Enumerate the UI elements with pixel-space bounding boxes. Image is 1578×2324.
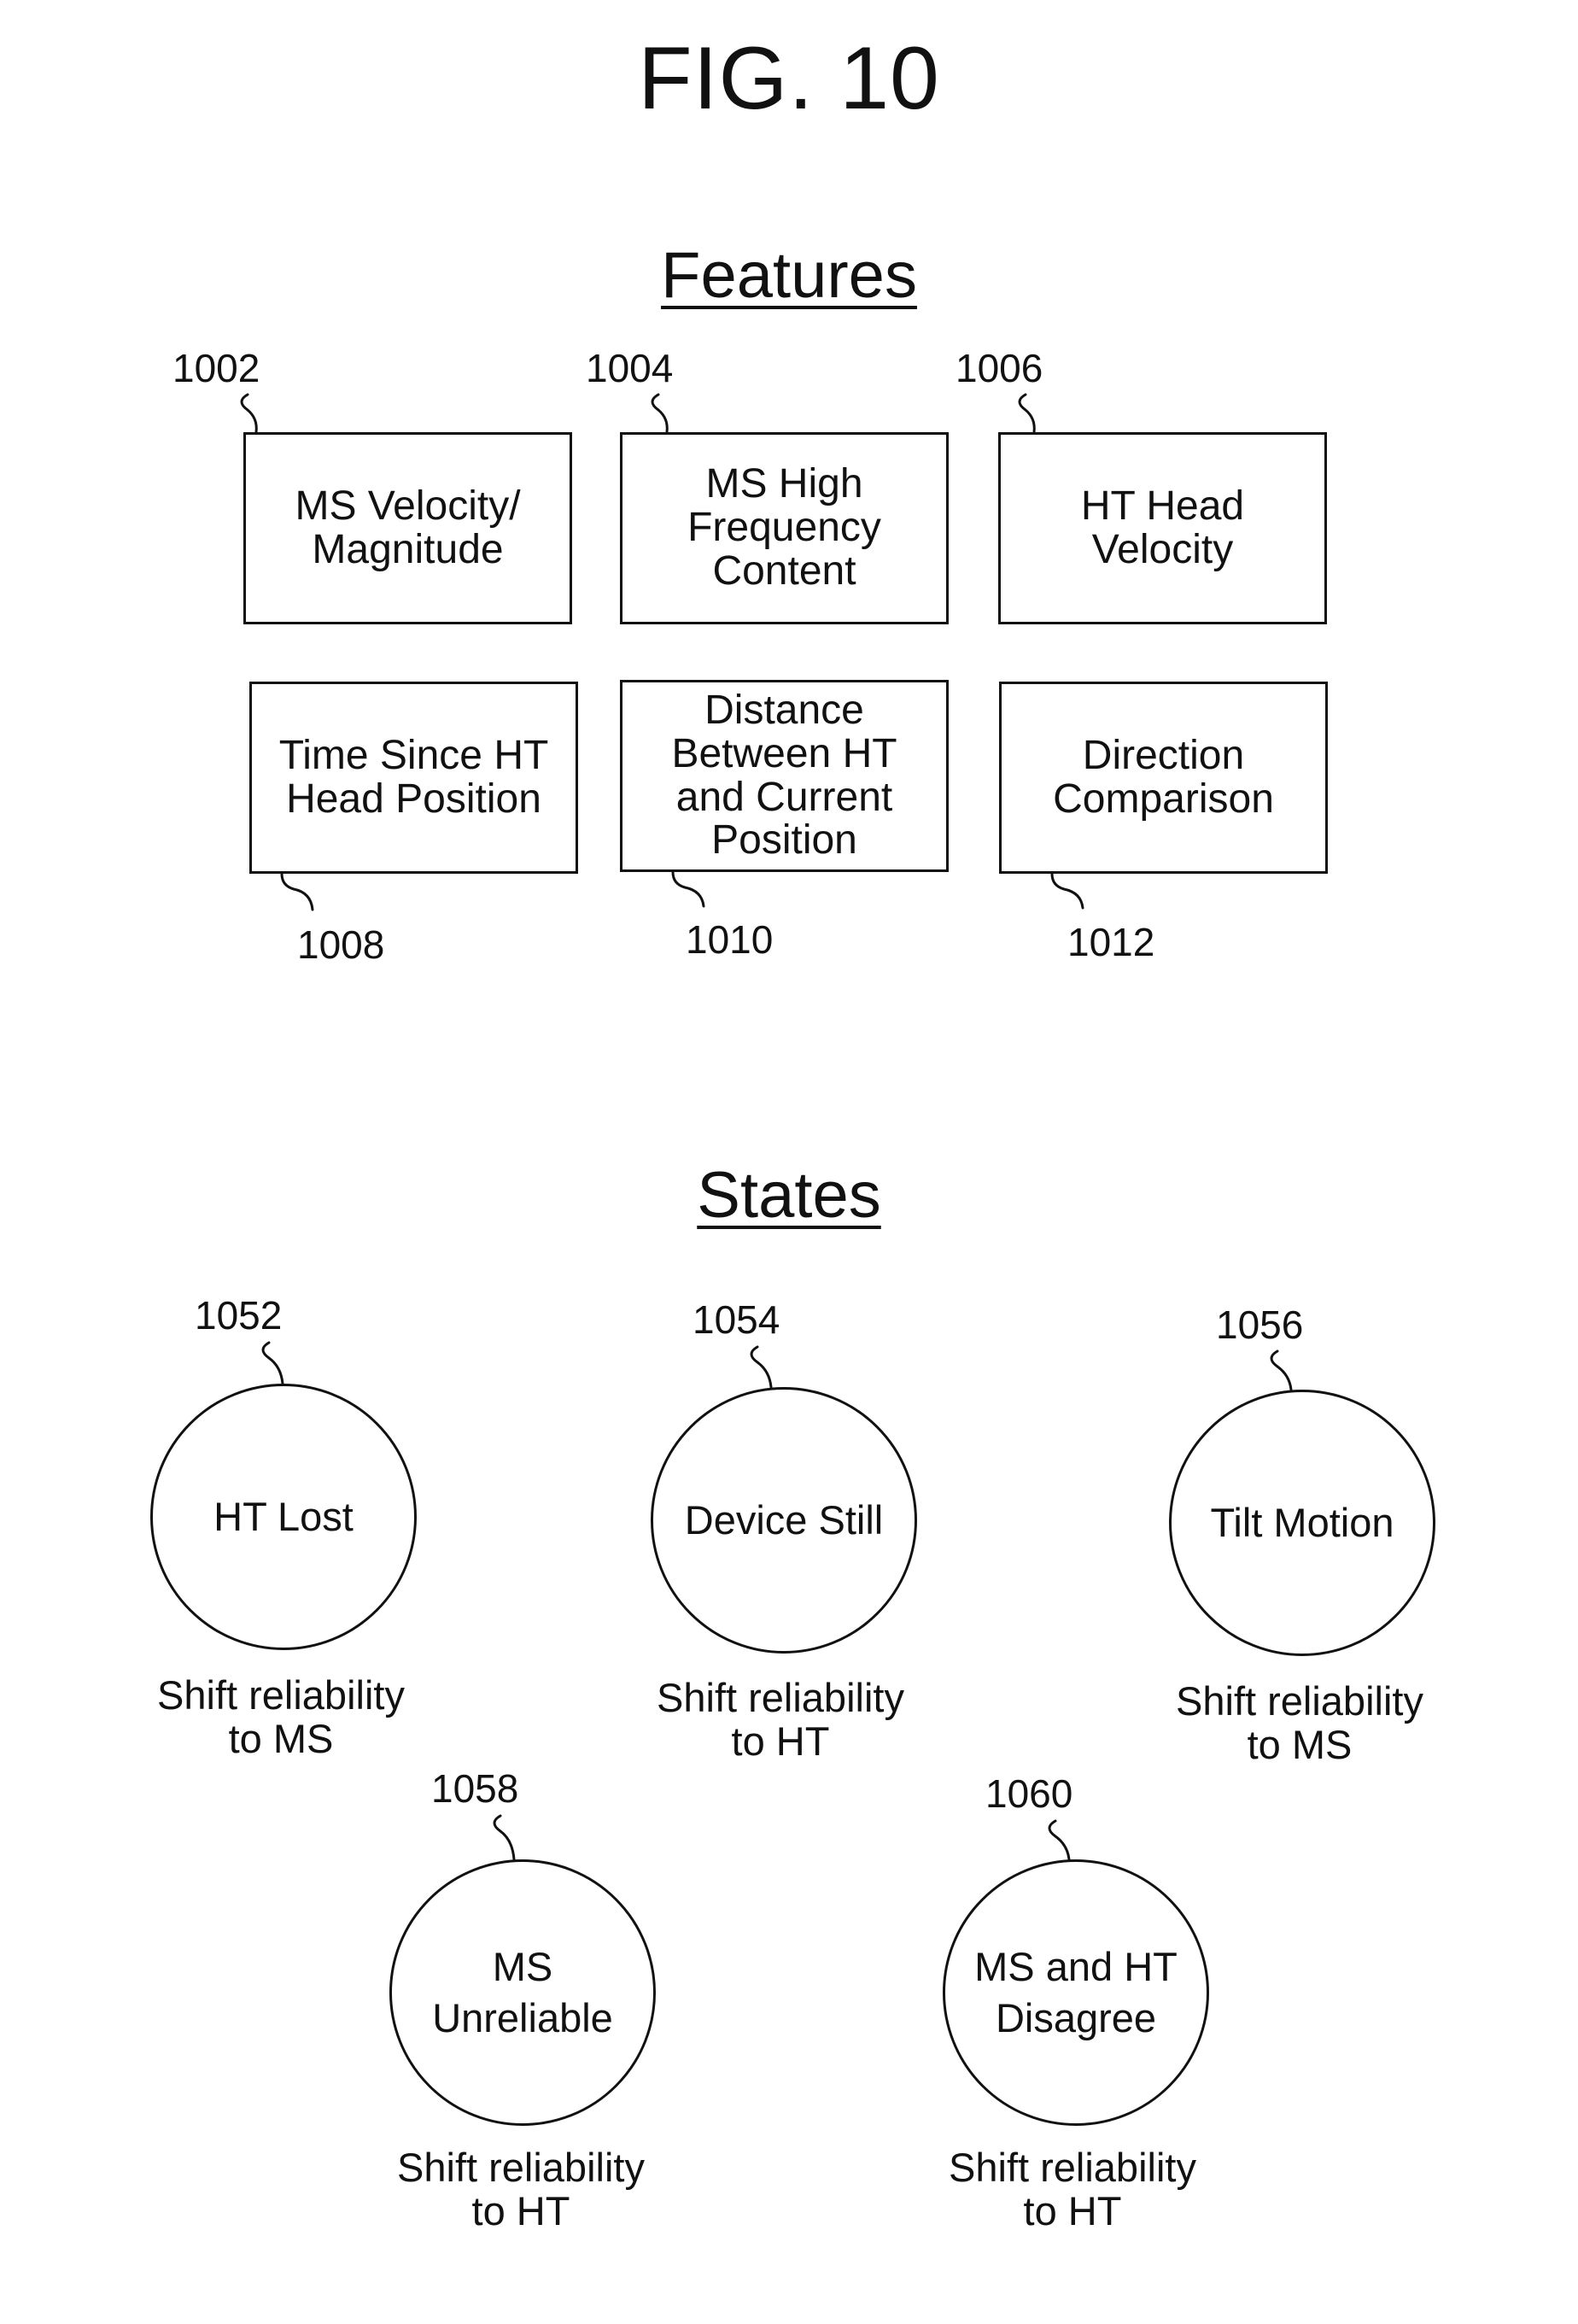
feature-box-ht-head-velocity: HT Head Velocity [998,432,1327,624]
feature-ref-1008: 1008 [297,925,384,964]
leader-1002 [242,395,256,432]
state-circle-device-still: Device Still [651,1387,917,1654]
state-label: MS Unreliable [432,1941,613,2044]
feature-label: Direction Comparison [1053,735,1274,822]
leader-1056 [1271,1351,1291,1390]
feature-box-ms-velocity-magnitude: MS Velocity/ Magnitude [243,432,572,624]
state-label: MS and HT Disagree [974,1941,1178,2044]
leader-1004 [652,395,667,432]
feature-ref-1010: 1010 [686,920,773,959]
state-action-ht-lost: Shift reliability to MS [110,1674,452,1761]
feature-box-distance-between-ht-and-current-position: Distance Between HT and Current Position [620,680,949,872]
leader-1006 [1020,395,1034,432]
feature-ref-1002: 1002 [172,348,260,388]
feature-ref-1006: 1006 [956,348,1043,388]
feature-box-direction-comparison: Direction Comparison [999,682,1328,874]
state-action-ms-unreliable: Shift reliability to HT [350,2146,692,2233]
state-ref-1056: 1056 [1216,1305,1303,1344]
state-ref-1058: 1058 [431,1769,518,1808]
state-action-ms-and-ht-disagree: Shift reliability to HT [902,2146,1243,2233]
leader-1060 [1049,1821,1069,1859]
state-ref-1054: 1054 [693,1300,780,1339]
state-label: Tilt Motion [1210,1497,1394,1548]
feature-box-time-since-ht-head-position: Time Since HT Head Position [249,682,578,874]
leader-1054 [751,1347,771,1387]
leader-1008 [282,874,313,910]
state-circle-tilt-motion: Tilt Motion [1169,1390,1435,1656]
state-label: Device Still [685,1495,883,1546]
state-circle-ms-and-ht-disagree: MS and HT Disagree [943,1859,1209,2126]
state-action-device-still: Shift reliability to HT [610,1677,951,1764]
state-circle-ms-unreliable: MS Unreliable [389,1859,656,2126]
state-ref-1060: 1060 [985,1774,1072,1813]
feature-ref-1004: 1004 [586,348,673,388]
feature-label: MS High Frequency Content [687,463,881,594]
features-heading: Features [0,243,1578,308]
state-ref-1052: 1052 [195,1296,282,1335]
state-action-tilt-motion: Shift reliability to MS [1129,1680,1470,1767]
feature-label: MS Velocity/ Magnitude [295,485,520,572]
leader-1012 [1052,874,1083,908]
state-label: HT Lost [213,1491,354,1543]
states-heading: States [0,1163,1578,1228]
feature-label: Distance Between HT and Current Position [671,689,897,863]
feature-label: HT Head Velocity [1081,485,1244,572]
leader-1010 [673,872,704,906]
feature-box-ms-high-frequency-content: MS High Frequency Content [620,432,949,624]
feature-ref-1012: 1012 [1067,922,1154,962]
figure-title: FIG. 10 [0,34,1578,123]
feature-label: Time Since HT Head Position [279,735,549,822]
leader-1052 [263,1343,283,1384]
leader-1058 [494,1816,514,1859]
state-circle-ht-lost: HT Lost [150,1384,417,1650]
